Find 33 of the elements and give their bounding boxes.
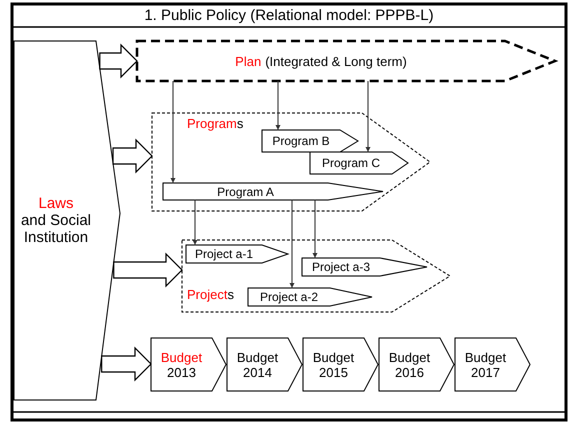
- node-label: Project a-1: [194, 247, 254, 261]
- node-label: Budget: [312, 350, 354, 364]
- node-label: 2017: [471, 364, 500, 380]
- group-label: Projects: [187, 287, 234, 302]
- node-label: and Social Institution: [20, 212, 92, 246]
- node-label: Program B: [272, 134, 330, 148]
- arrow: [170, 80, 176, 184]
- highlighted-word: Plan: [235, 54, 262, 68]
- block-arrow: [113, 252, 183, 288]
- arrow: [290, 200, 294, 288]
- node-label: Project a-2: [260, 290, 318, 304]
- node-label: 2015: [319, 364, 348, 380]
- node-label: 2016: [395, 364, 424, 380]
- group-label: Programs: [187, 116, 244, 131]
- block-arrow: [101, 346, 152, 382]
- node-label: Program C: [322, 156, 380, 170]
- highlighted-word: Budget: [160, 350, 202, 364]
- arrow: [276, 80, 280, 130]
- node-label: (Integrated & Long term): [265, 54, 407, 68]
- node-label: Program A: [217, 184, 274, 198]
- diagram-title: 1. Public Policy (Relational model: PPPB-L): [143, 6, 435, 25]
- node-label: Budget: [464, 350, 506, 364]
- block-arrow: [112, 138, 153, 174]
- arrow: [312, 200, 318, 258]
- node-label: 2014: [243, 364, 272, 380]
- node-label: Project a-3: [312, 260, 370, 274]
- node-label: Budget: [236, 350, 278, 364]
- node-label: 2013: [167, 364, 196, 380]
- arrow: [366, 80, 370, 152]
- highlighted-word: Laws: [38, 195, 74, 212]
- node-label: Budget: [388, 350, 430, 364]
- arrow: [192, 200, 198, 246]
- block-arrow: [99, 44, 138, 78]
